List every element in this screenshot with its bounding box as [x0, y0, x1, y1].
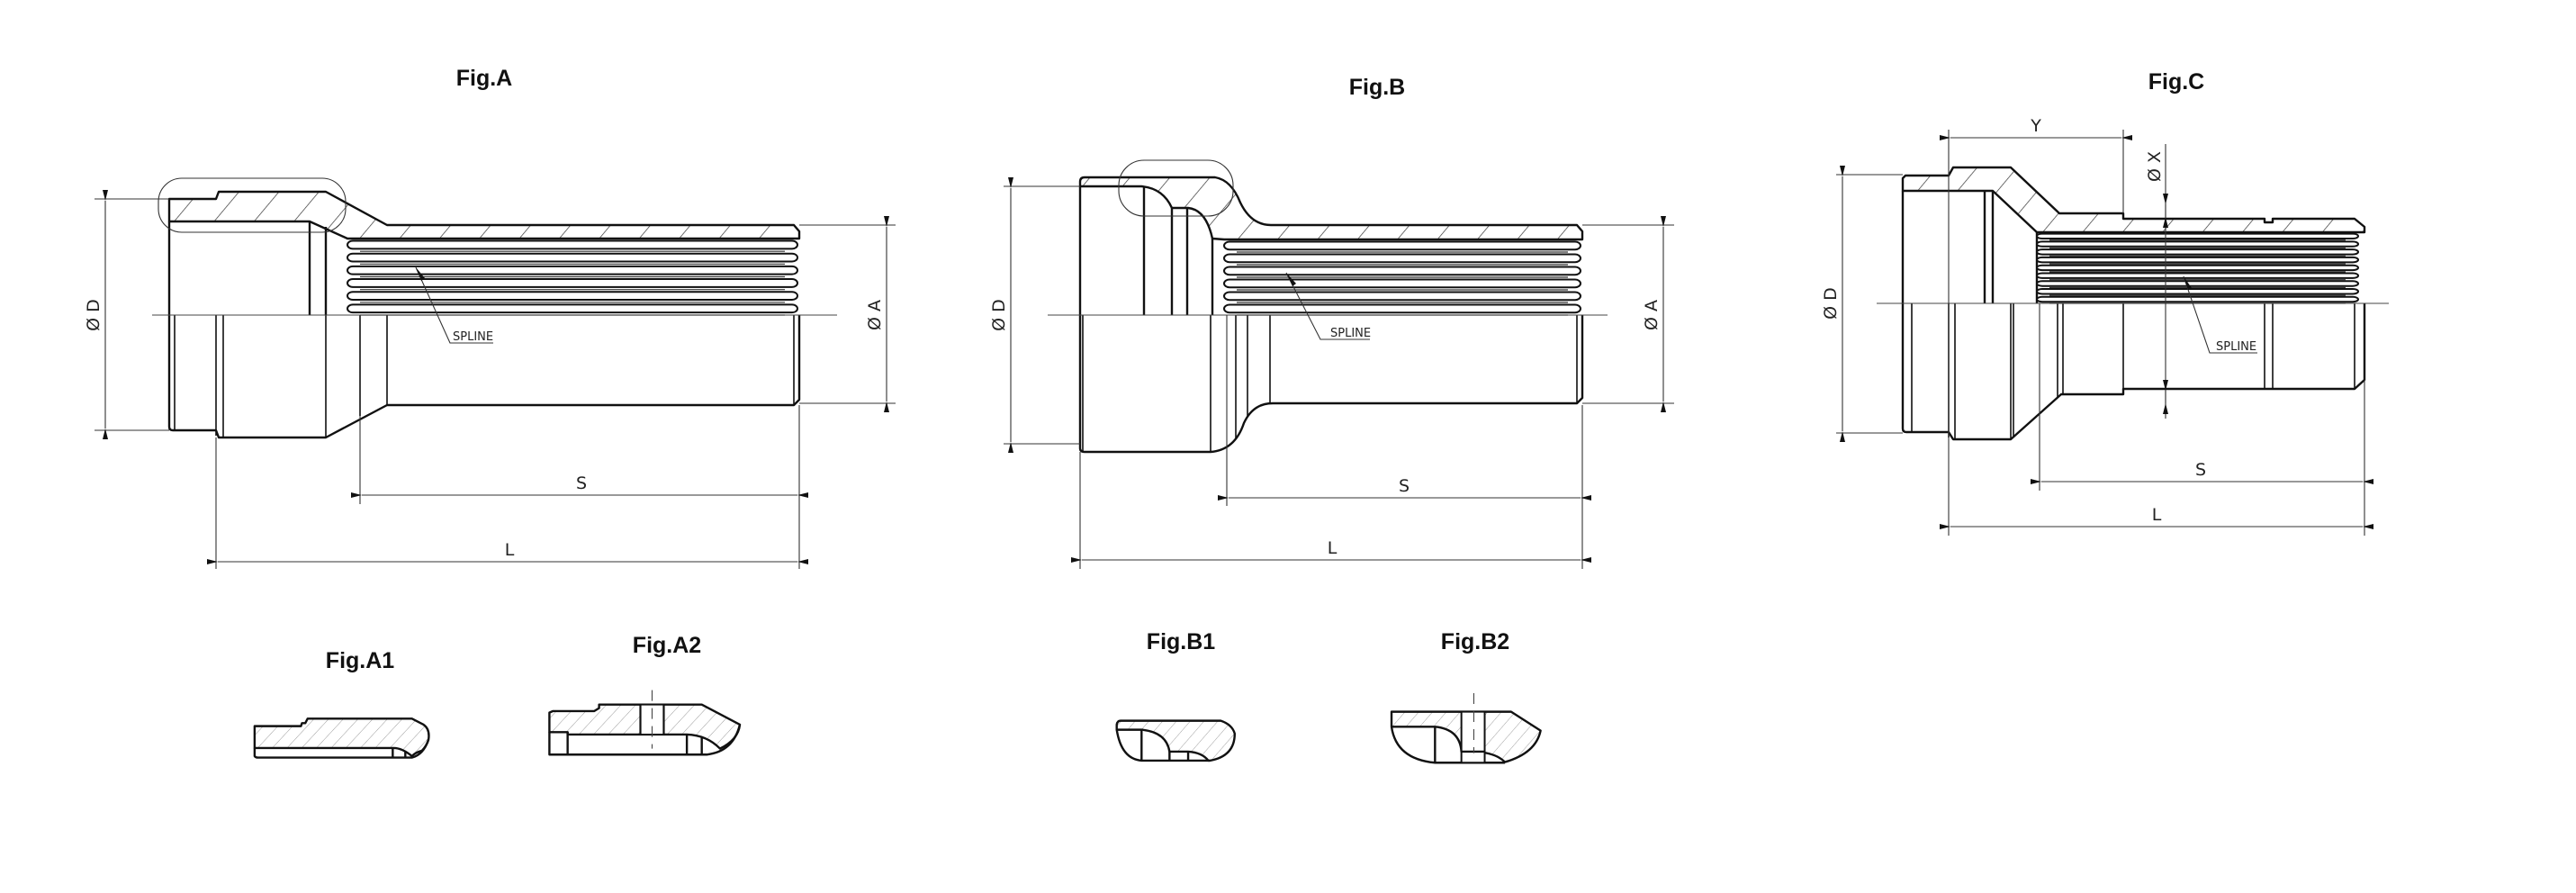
spline-tooth [2036, 240, 2359, 248]
figure-b-detail-outline [1118, 159, 1234, 217]
spline-tooth [347, 239, 798, 250]
figure-a-dim-d-label: Ø D [84, 299, 104, 331]
figure-c-spline-leader [2183, 275, 2257, 354]
spline-tooth [1223, 253, 1581, 264]
spline-tooth [1223, 266, 1581, 276]
spline-tooth [347, 303, 798, 314]
spline-tooth [1223, 303, 1581, 314]
figure-b-dim-s-label: S [1399, 476, 1410, 496]
figure-c-title: Fig.C [2148, 69, 2205, 95]
figure-c-upper-body [1901, 191, 2039, 303]
figure-b-upper-body [1078, 186, 1214, 315]
detail-a2-title: Fig.A2 [633, 633, 701, 658]
figure-a-spline-teeth [347, 239, 798, 316]
detail-a1-title: Fig.A1 [326, 648, 394, 673]
spline-tooth [1223, 291, 1581, 302]
figure-c-spline-label: SPLINE [2216, 340, 2256, 354]
figure-b-spline-teeth [1223, 240, 1581, 316]
figure-c-dim-l-label: L [2152, 505, 2162, 525]
figure-b-title: Fig.B [1349, 75, 1406, 100]
spline-tooth [1223, 278, 1581, 289]
figure-b: Fig.B Ø D Ø A S L SPLINE [989, 75, 1674, 569]
figure-a: Fig.A Ø D Ø A S L SPLINE [84, 66, 896, 569]
detail-b2-title: Fig.B2 [1441, 629, 1509, 654]
figure-a-upper-body [167, 221, 328, 315]
figure-b-dim-a-label: Ø A [1642, 300, 1662, 330]
figure-c-dim-y-label: Y [2030, 116, 2041, 136]
figure-c-upper-section [1901, 166, 2366, 234]
figure-b-lower-lines [1082, 315, 1578, 452]
spline-tooth [347, 291, 798, 302]
figure-c-lower-lines [1911, 303, 2355, 439]
figure-b-spline-label: SPLINE [1330, 327, 1371, 340]
spline-tooth [2036, 272, 2359, 279]
figure-c-dim-s-label: S [2195, 460, 2206, 480]
figure-c-dim-d-label: Ø D [1821, 287, 1841, 320]
spline-tooth [2036, 256, 2359, 264]
figure-c-extension-lines [1836, 130, 2365, 536]
spline-tooth [347, 252, 798, 263]
figure-b-extension-lines [1004, 185, 1674, 569]
figure-a-dim-a-label: Ø A [865, 300, 885, 330]
detail-b1: Fig.B1 [1117, 629, 1235, 761]
spline-tooth [2036, 264, 2359, 272]
figure-a-title: Fig.A [456, 66, 513, 91]
detail-a2: Fig.A2 [549, 633, 740, 754]
figure-c-dim-x-label: Ø X [2145, 151, 2165, 182]
figure-c: Fig.C Ø D Ø X Y S L SPLINE [1821, 69, 2389, 536]
spline-tooth [347, 278, 798, 288]
spline-tooth [2036, 295, 2359, 303]
figure-a-upper-section [167, 190, 801, 240]
figure-a-extension-lines [95, 198, 896, 569]
figure-c-lower-body [1901, 303, 2366, 441]
spline-tooth [1223, 240, 1581, 251]
figure-b-dim-d-label: Ø D [989, 299, 1009, 331]
detail-b1-title: Fig.B1 [1147, 629, 1215, 654]
spline-tooth [2036, 248, 2359, 256]
figure-a-lower-lines [174, 315, 795, 437]
spline-tooth [2036, 280, 2359, 287]
figure-a-dim-s-label: S [576, 474, 587, 493]
figure-b-lower-body [1078, 315, 1584, 454]
figure-a-detail-outline [158, 177, 347, 233]
figure-b-upper-section [1078, 176, 1584, 241]
detail-b2: Fig.B2 [1392, 629, 1541, 762]
figure-a-spline-leader [415, 266, 493, 344]
figure-a-dim-l-label: L [505, 540, 515, 560]
figure-b-spline-leader [1285, 272, 1370, 340]
detail-a1: Fig.A1 [255, 648, 429, 758]
figure-a-spline-label: SPLINE [453, 330, 493, 344]
spline-tooth [2036, 288, 2359, 295]
spline-tooth [347, 265, 798, 275]
figure-c-spline-teeth [2036, 232, 2359, 304]
spline-tooth [2036, 232, 2359, 240]
figure-b-dim-l-label: L [1328, 538, 1338, 558]
